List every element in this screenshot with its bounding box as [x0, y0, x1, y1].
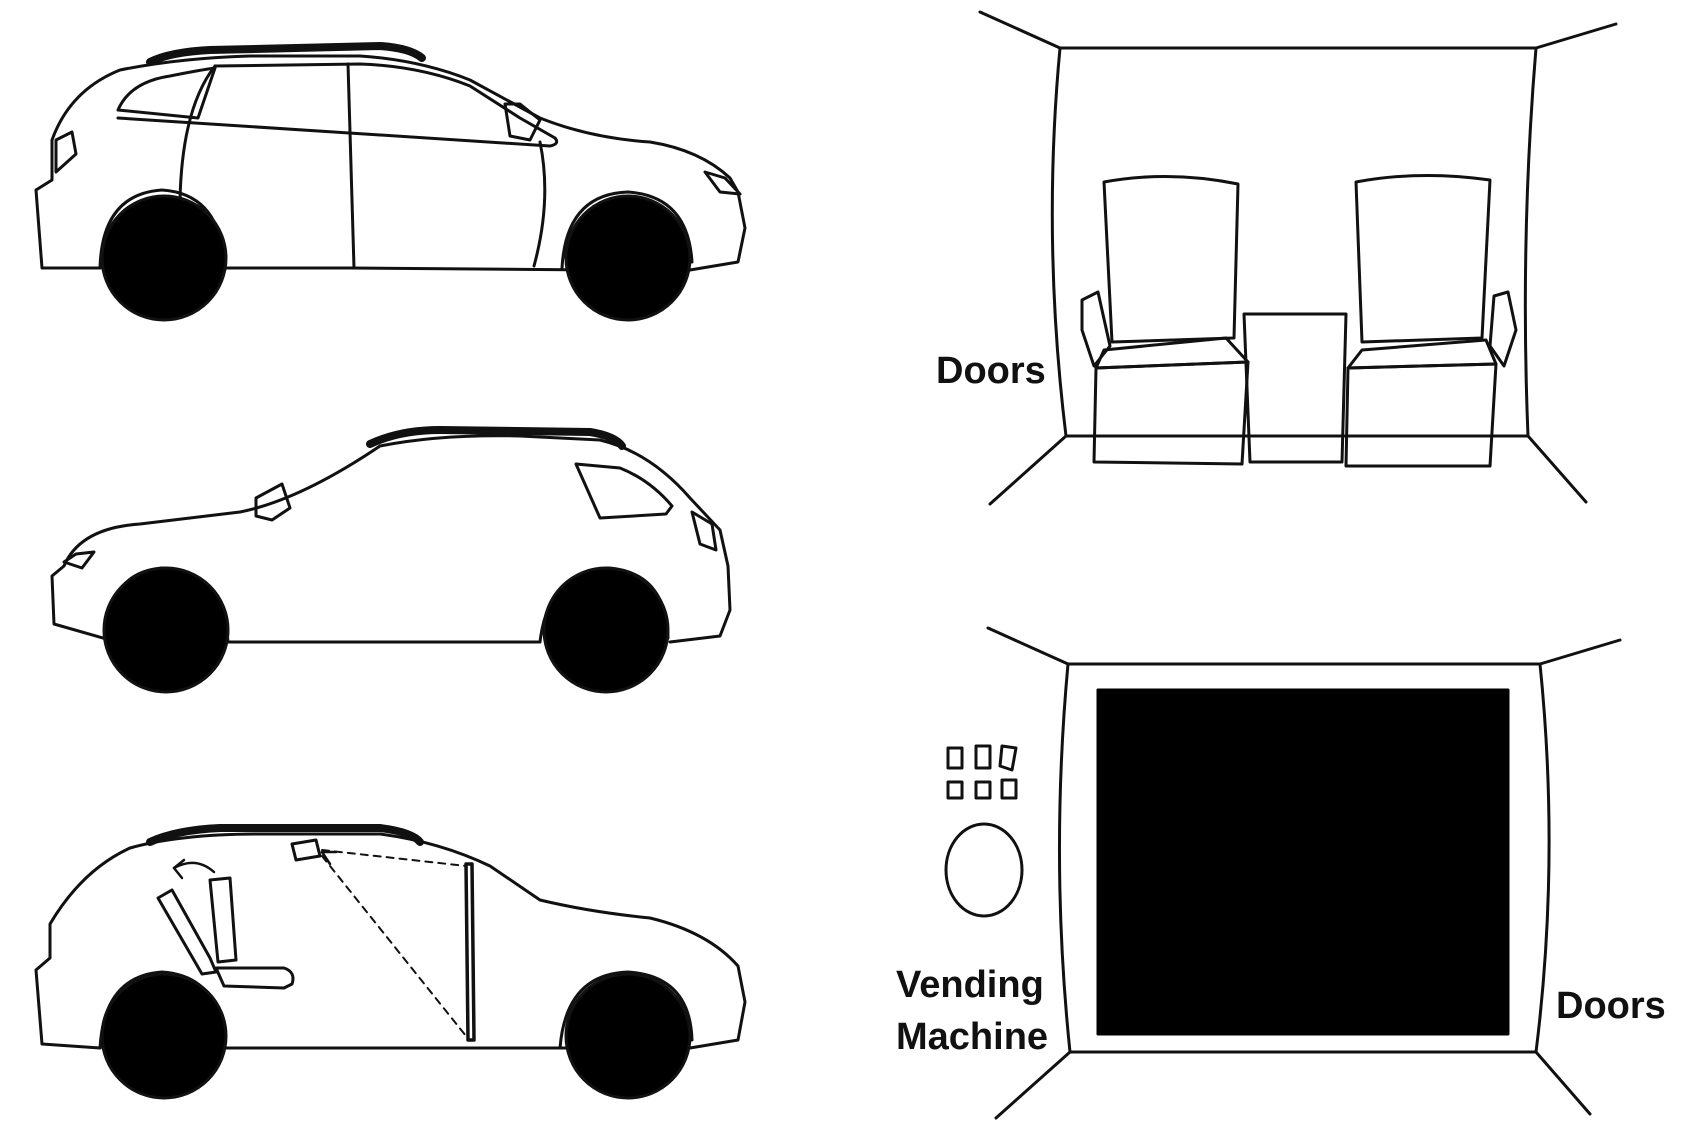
- car3-projector-box: [292, 840, 320, 860]
- room2-corner-br: [1536, 1052, 1590, 1114]
- vending-button: [948, 782, 962, 798]
- car1-tail-light: [56, 132, 76, 172]
- car2-rear-wheel: [544, 568, 668, 692]
- vending-machine-coin-slot: [946, 824, 1022, 916]
- label-vending-line2: Machine: [896, 1016, 1048, 1059]
- car1-window-line: [118, 64, 557, 146]
- car3-projection-line-top: [322, 850, 466, 866]
- car2-tail-light: [692, 512, 716, 550]
- room1-left-seat-base: [1094, 362, 1248, 464]
- vending-button: [1000, 746, 1016, 770]
- room1-left-armrest: [1082, 292, 1110, 366]
- room2-display-screen: [1098, 690, 1508, 1034]
- car2-front-wheel: [104, 568, 228, 692]
- car3-front-wheel: [102, 974, 226, 1098]
- vending-button: [976, 782, 990, 798]
- room1-corner-tr: [1536, 24, 1616, 48]
- car2-rear-window: [576, 464, 672, 518]
- room1-corner-bl: [990, 436, 1066, 504]
- room1-right-seat-base: [1346, 364, 1496, 466]
- room-seats: [980, 12, 1616, 504]
- car3-seat-cushion: [216, 968, 293, 988]
- car1-rear-wheel: [566, 196, 690, 320]
- car3-seat-back-reclined: [158, 890, 216, 974]
- room2-corner-tr: [1540, 640, 1620, 664]
- room2-corner-bl: [996, 1052, 1070, 1118]
- room1-right-armrest: [1490, 292, 1516, 366]
- car3-rotation-arrowhead: [174, 860, 184, 878]
- room1-left-seat-back: [1104, 176, 1238, 342]
- car3-seat-back-upright: [210, 878, 236, 962]
- car3-projection-line-bottom: [322, 856, 466, 1036]
- room1-back-wall: [1052, 48, 1536, 436]
- car1-pillar-b: [348, 64, 354, 268]
- room1-corner-br: [1528, 436, 1586, 502]
- car3-screen: [466, 864, 474, 1040]
- label-vending-line1: Vending: [896, 964, 1044, 1007]
- room2-corner-tl: [988, 628, 1068, 664]
- vending-button: [976, 746, 990, 768]
- car1-head-light: [705, 172, 740, 194]
- label-doors-seats-room: Doors: [936, 350, 1046, 393]
- room1-corner-tl: [980, 12, 1060, 48]
- vending-button: [948, 748, 962, 768]
- room1-right-seat-back: [1356, 175, 1490, 342]
- vending-button: [1002, 780, 1016, 798]
- car3-rear-wheel: [566, 974, 690, 1098]
- room1-center-console: [1244, 314, 1346, 462]
- car2-head-light: [64, 552, 94, 568]
- label-doors-screen-room: Doors: [1556, 985, 1666, 1028]
- car1-front-wheel: [102, 196, 226, 320]
- car1-front-door: [534, 142, 545, 266]
- vending-machine-buttons: [948, 746, 1016, 798]
